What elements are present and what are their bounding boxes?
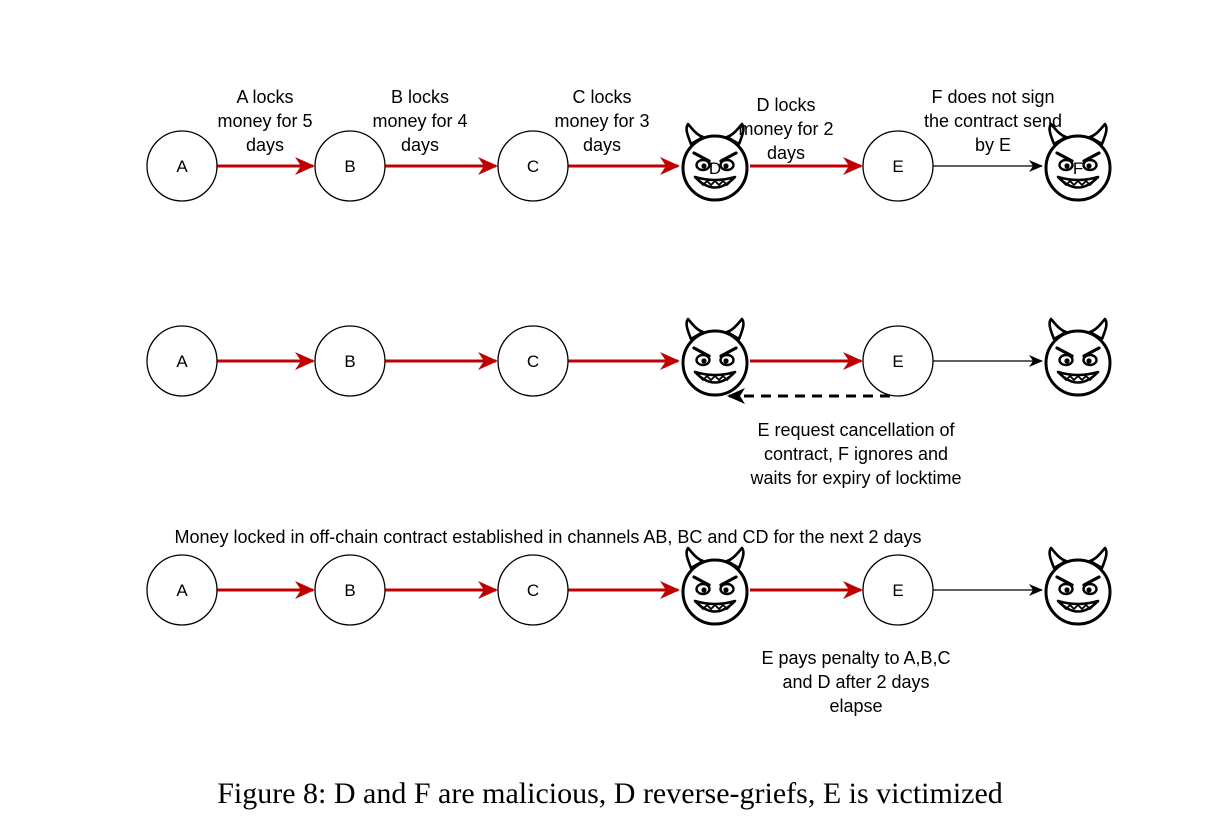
nodes-layer: A B C D E F A B C E A B C E <box>146 122 1112 626</box>
node-circle <box>497 130 569 202</box>
node-circle <box>146 325 218 397</box>
node-d <box>681 546 749 626</box>
edge-label-bc: B locks money for 4 days <box>372 87 467 155</box>
node-c: C <box>497 325 569 397</box>
edge-label-ab-line: days <box>246 135 284 155</box>
edge-label-bc-line: B locks <box>391 87 449 107</box>
row-header: Money locked in off-chain contract estab… <box>174 527 921 547</box>
edge-label-ab-line: A locks <box>236 87 293 107</box>
row-note: E pays penalty to A,B,C and D after 2 day… <box>761 648 950 716</box>
devil-icon <box>681 546 749 626</box>
node-label: E <box>892 352 903 371</box>
edge-label-ef-line: the contract send <box>924 111 1062 131</box>
devil-icon <box>681 317 749 397</box>
edge-label-cd-line: money for 3 <box>554 111 649 131</box>
row-note-line: and D after 2 days <box>782 672 929 692</box>
edge-label-de-line: D locks <box>756 95 815 115</box>
node-label: A <box>176 157 188 176</box>
edge-label-ef-line: F does not sign <box>931 87 1054 107</box>
devil-icon <box>1044 317 1112 397</box>
node-circle <box>497 554 569 626</box>
node-label: A <box>176 581 188 600</box>
edge-label-ab: A locks money for 5 days <box>217 87 312 155</box>
node-label: B <box>344 581 355 600</box>
edge-label-de: D locks money for 2 days <box>738 95 833 163</box>
node-label: B <box>344 157 355 176</box>
devil-icon <box>1044 546 1112 626</box>
edges-layer <box>217 157 1043 599</box>
row-note-line: E request cancellation of <box>757 420 955 440</box>
node-b: B <box>314 554 386 626</box>
node-f <box>1044 317 1112 397</box>
node-a: A <box>146 554 218 626</box>
row-note-line: contract, F ignores and <box>764 444 948 464</box>
node-circle <box>862 325 934 397</box>
row-note-line: waits for expiry of locktime <box>749 468 961 488</box>
node-circle <box>146 554 218 626</box>
node-label: C <box>527 352 539 371</box>
node-e: E <box>862 130 934 202</box>
node-label: C <box>527 581 539 600</box>
node-label: A <box>176 352 188 371</box>
edge-label-de-line: days <box>767 143 805 163</box>
node-d <box>681 317 749 397</box>
node-label: E <box>892 157 903 176</box>
row-note-line: elapse <box>829 696 882 716</box>
figure-caption: Figure 8: D and F are malicious, D rever… <box>217 777 1003 810</box>
node-a: A <box>146 325 218 397</box>
node-f <box>1044 546 1112 626</box>
node-e: E <box>862 325 934 397</box>
node-label: C <box>527 157 539 176</box>
node-f: F <box>1044 122 1112 202</box>
node-label: D <box>709 159 721 178</box>
edge-label-bc-line: days <box>401 135 439 155</box>
node-circle <box>146 130 218 202</box>
node-d: D <box>681 122 749 202</box>
edge-label-cd-line: C locks <box>572 87 631 107</box>
node-label: F <box>1073 159 1083 178</box>
node-circle <box>862 554 934 626</box>
labels-layer: A locks money for 5 days B locks money for 4… <box>174 87 1062 716</box>
node-label: E <box>892 581 903 600</box>
node-label: B <box>344 352 355 371</box>
edge-label-ab-line: money for 5 <box>217 111 312 131</box>
node-circle <box>862 130 934 202</box>
node-b: B <box>314 325 386 397</box>
node-e: E <box>862 554 934 626</box>
edge-label-ef: F does not sign the contract send by E <box>924 87 1062 155</box>
node-circle <box>497 325 569 397</box>
edge-label-de-line: money for 2 <box>738 119 833 139</box>
edge-label-cd-line: days <box>583 135 621 155</box>
node-circle <box>314 554 386 626</box>
node-circle <box>314 325 386 397</box>
node-c: C <box>497 554 569 626</box>
row-note: E request cancellation of contract, F ign… <box>749 420 961 488</box>
edge-label-bc-line: money for 4 <box>372 111 467 131</box>
edge-label-cd: C locks money for 3 days <box>554 87 649 155</box>
node-circle <box>314 130 386 202</box>
node-a: A <box>146 130 218 202</box>
edge-label-ef-line: by E <box>975 135 1011 155</box>
node-b: B <box>314 130 386 202</box>
row-note-line: E pays penalty to A,B,C <box>761 648 950 668</box>
node-c: C <box>497 130 569 202</box>
